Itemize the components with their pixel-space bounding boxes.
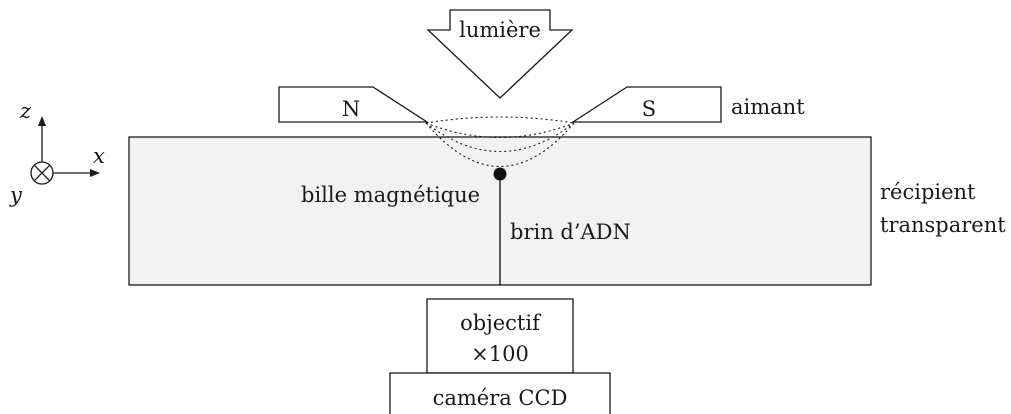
z-axis-label: z [19, 99, 32, 123]
dna-label: brin d’ADN [510, 220, 631, 244]
light-arrow [426, 9, 574, 99]
south-magnet [570, 86, 722, 123]
magnet-label: aimant [731, 95, 805, 119]
objective-box [426, 298, 574, 374]
magnetic-bead [493, 167, 507, 181]
light-label: lumière [459, 18, 541, 42]
bead-label: bille magnétique [301, 183, 480, 207]
south-pole-label: S [642, 97, 656, 121]
north-magnet [278, 86, 430, 123]
field-lines [425, 116, 575, 167]
container-label-line1: récipient [880, 180, 976, 204]
axes-icon [30, 116, 100, 185]
north-pole-label: N [342, 97, 360, 121]
objective-label-line1: objectif [460, 311, 542, 335]
camera-label: caméra CCD [433, 386, 568, 410]
camera-box [389, 372, 611, 414]
y-axis-label: y [9, 183, 23, 207]
objective-label-line2: ×100 [471, 342, 529, 366]
x-axis-label: x [93, 144, 105, 168]
container-label-line2: transparent [880, 213, 1006, 237]
